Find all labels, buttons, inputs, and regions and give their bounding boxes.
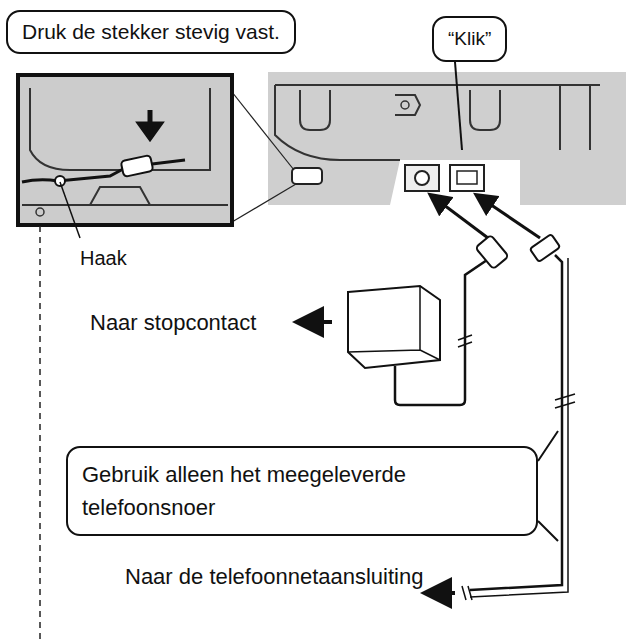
telephone-cord: [428, 234, 575, 600]
dashed-line: [39, 226, 41, 639]
ac-adapter: [300, 235, 509, 405]
inset-detail: [18, 75, 296, 238]
part-label: Naar de telefoonnetaansluiting: [125, 562, 425, 593]
callout-bubble: Druk de stekker stevig vast.: [6, 10, 296, 54]
callout-tail: [538, 431, 558, 541]
callout-text: “Klik”: [448, 28, 491, 50]
part-label: Haak: [80, 244, 127, 272]
callout-tail: [455, 62, 462, 150]
callout-bubble: Gebruik alleen het meegeleverde telefoon…: [66, 446, 538, 536]
part-label: Naar stopcontact: [90, 308, 256, 339]
callout-bubble: “Klik”: [432, 16, 507, 62]
insert-arrows: [432, 196, 540, 238]
base-unit: [268, 72, 626, 205]
callout-text: Druk de stekker stevig vast.: [22, 20, 280, 44]
callout-text: Gebruik alleen het meegeleverde telefoon…: [82, 458, 522, 524]
